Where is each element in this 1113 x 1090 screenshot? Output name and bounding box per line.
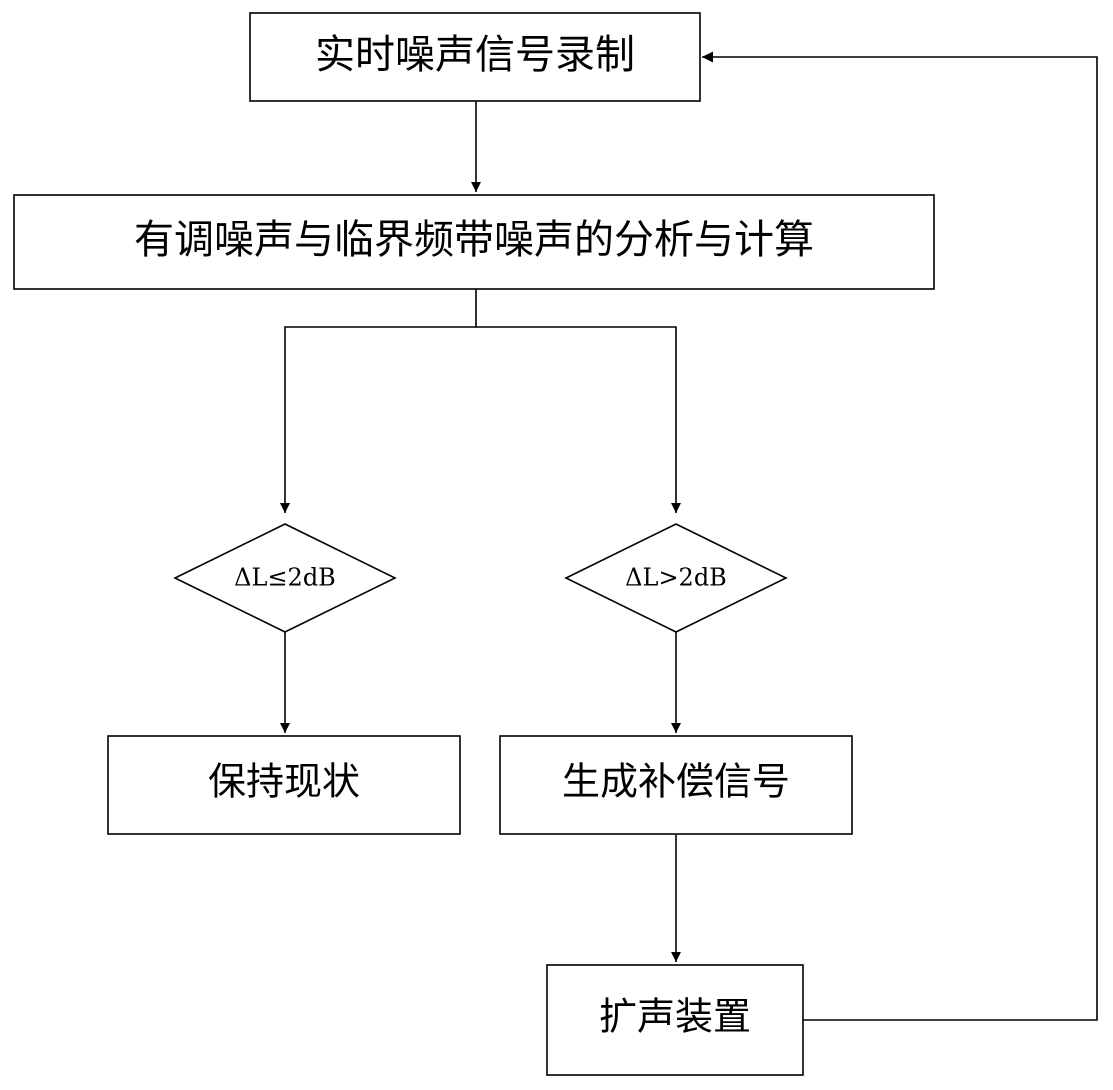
compensate-label: 生成补偿信号 (562, 760, 790, 804)
edge-analyze-split (285, 289, 476, 513)
cond-gt-label: ΔL>2dB (625, 564, 727, 592)
edge-analyze-to-cond-gt (476, 327, 676, 513)
node-analyze: 有调噪声与临界频带噪声的分析与计算 (14, 195, 934, 289)
keep-label: 保持现状 (208, 760, 360, 804)
node-cond-gt: ΔL>2dB (566, 524, 786, 632)
node-keep: 保持现状 (108, 736, 460, 834)
speaker-label: 扩声装置 (599, 995, 751, 1039)
node-record: 实时噪声信号录制 (250, 13, 700, 101)
analyze-label: 有调噪声与临界频带噪声的分析与计算 (134, 217, 814, 263)
record-label: 实时噪声信号录制 (315, 32, 635, 78)
cond-le-label: ΔL≤2dB (234, 564, 336, 592)
node-speaker: 扩声装置 (547, 965, 803, 1075)
node-compensate: 生成补偿信号 (500, 736, 852, 834)
node-cond-le: ΔL≤2dB (175, 524, 395, 632)
